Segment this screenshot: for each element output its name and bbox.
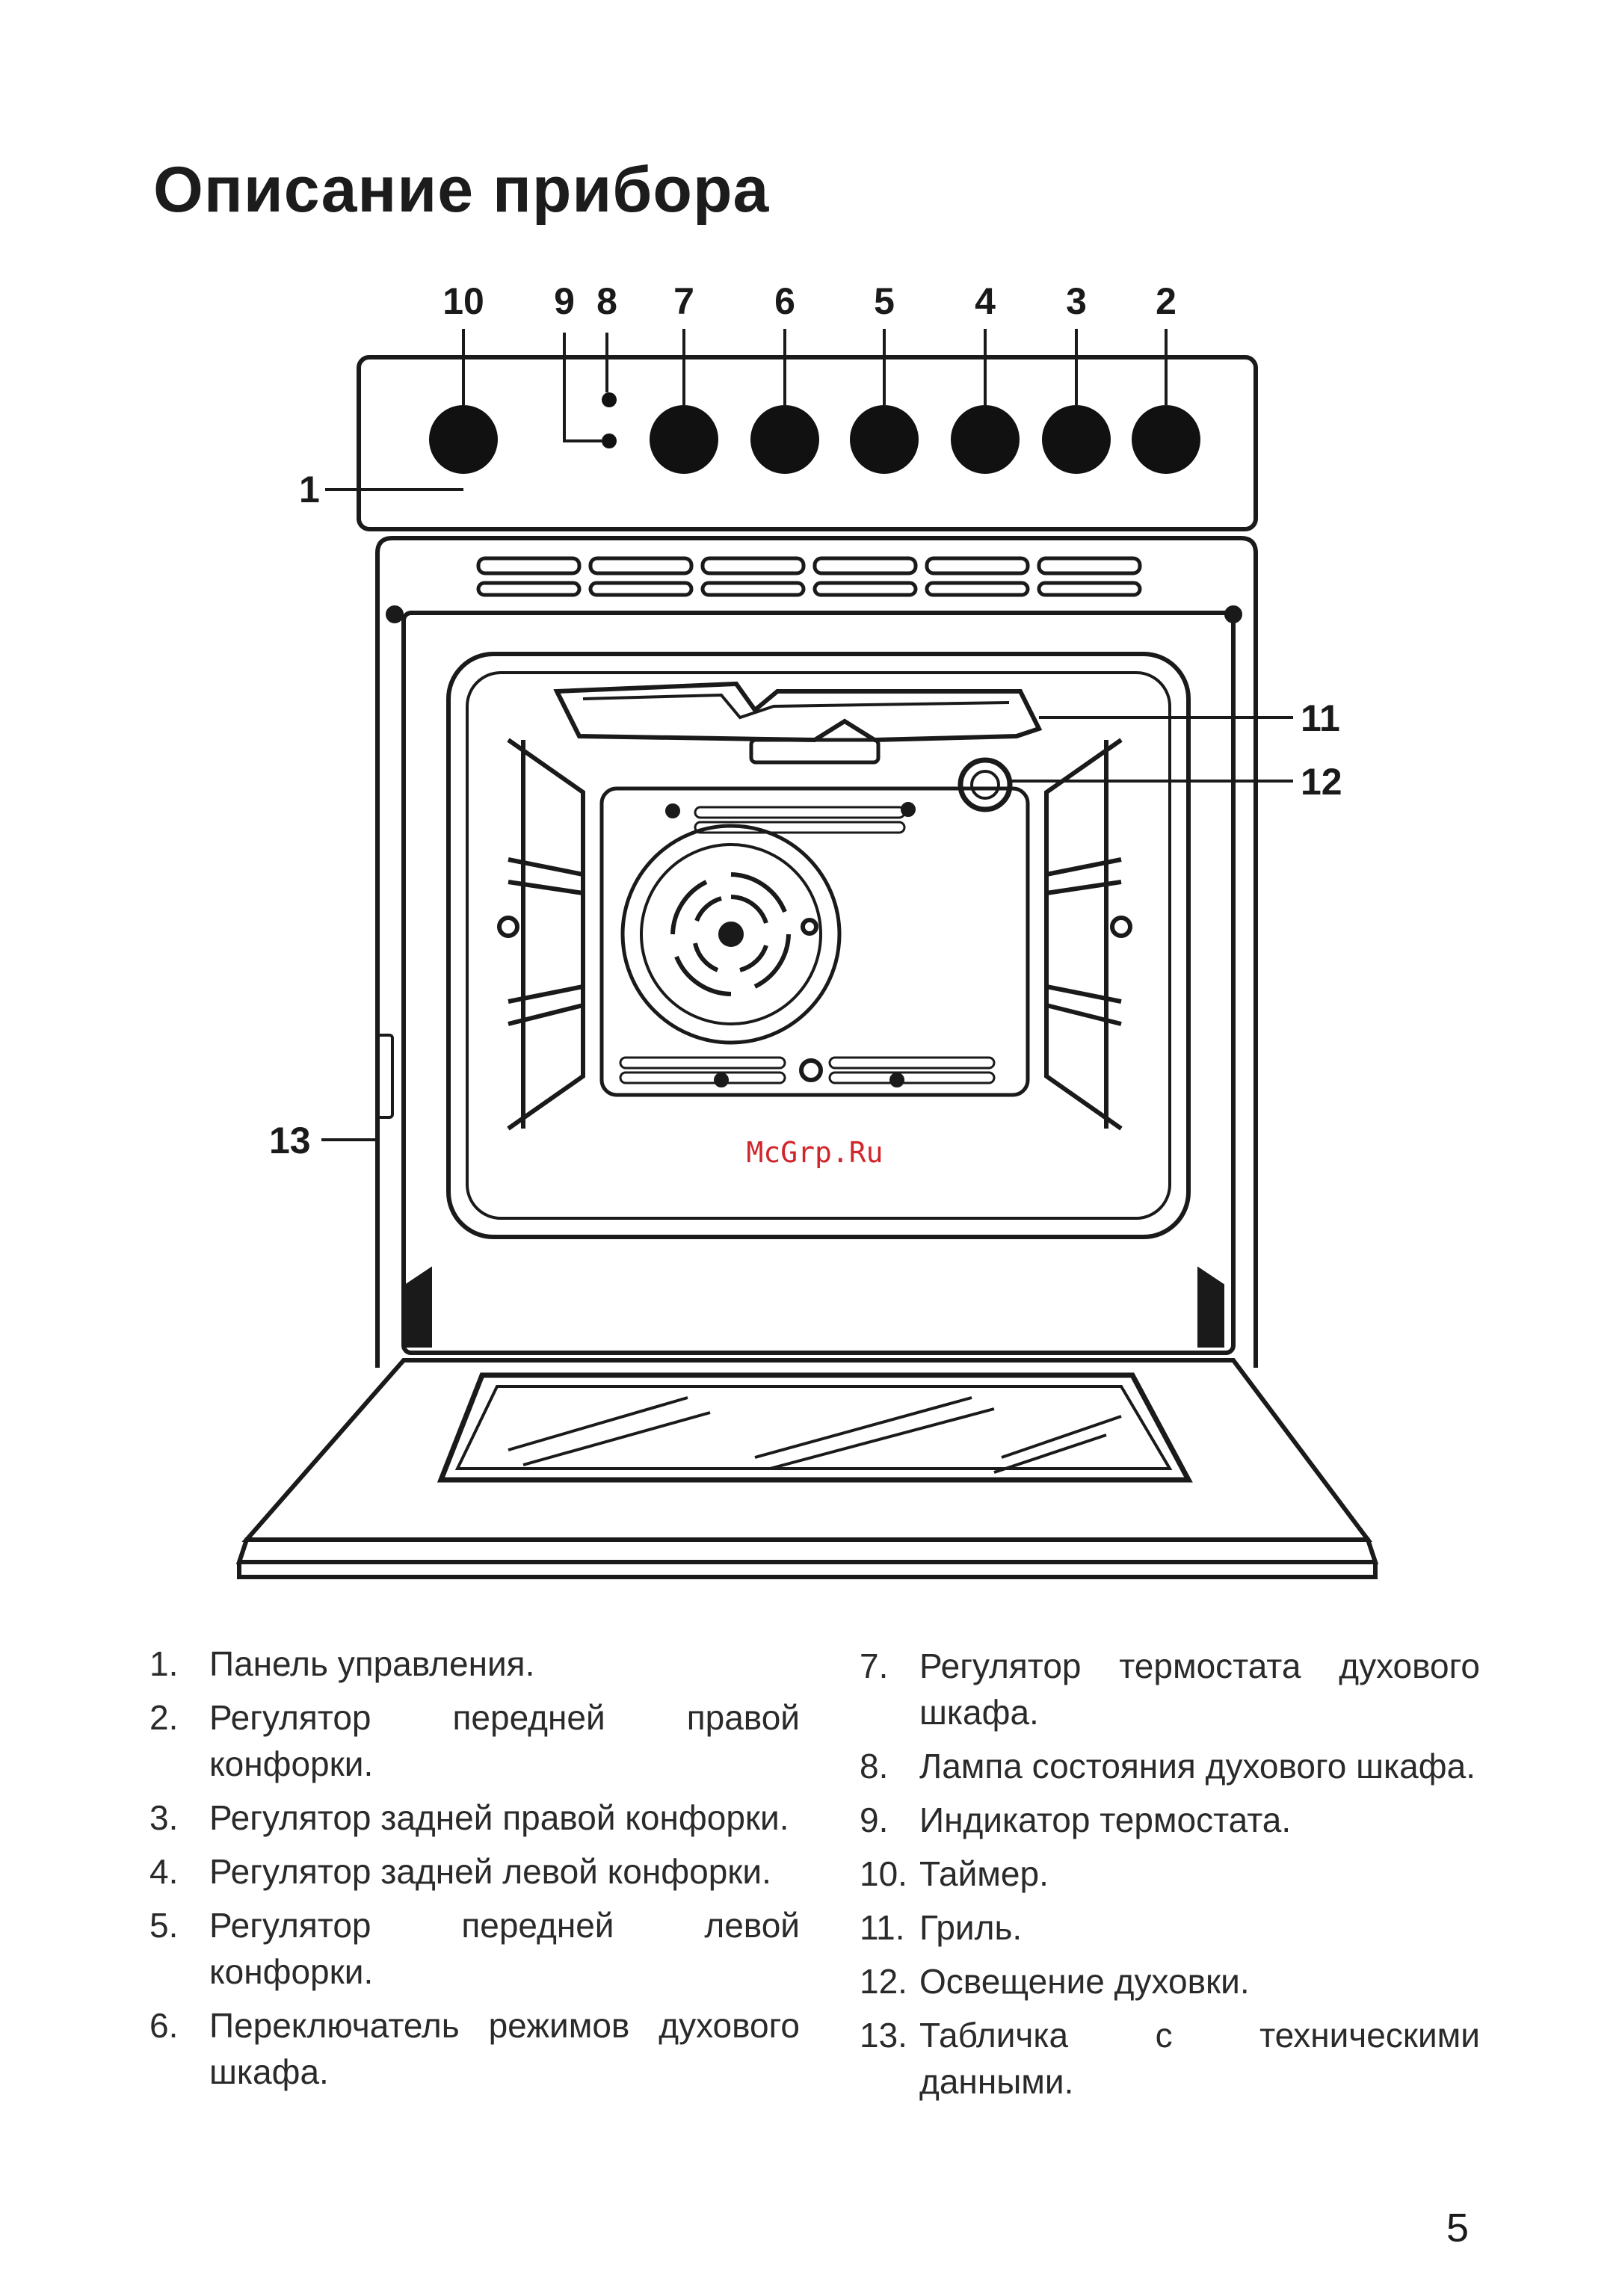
rear-left-hob-knob xyxy=(951,405,1020,474)
rear-right-hob-knob xyxy=(1042,405,1111,474)
legend-item: 2. Регулятор передней правой конфорки. xyxy=(149,1694,800,1787)
legend-text: Лампа состояния духового шкафа. xyxy=(919,1747,1475,1786)
legend-text: Регулятор передней левой конфорки. xyxy=(209,1906,800,1991)
oven-light xyxy=(957,757,1013,812)
legend-item: 13. Табличка с техническими данными. xyxy=(860,2012,1480,2105)
callout-6: 6 xyxy=(774,280,795,322)
legend-text: Регулятор передней правой конфорки. xyxy=(209,1698,800,1783)
callout-13: 13 xyxy=(269,1120,311,1161)
callout-2: 2 xyxy=(1156,280,1177,322)
legend-number: 10. xyxy=(860,1854,907,1893)
legend-item: 8. Лампа состояния духового шкафа. xyxy=(860,1743,1480,1789)
oven-diagram: 10 9 8 7 6 5 4 3 2 1 11 12 13 McGrp.Ru xyxy=(235,280,1379,1579)
legend-text: Освещение духовки. xyxy=(919,1962,1250,2001)
legend-number: 1. xyxy=(149,1644,179,1683)
legend-number: 7. xyxy=(860,1647,889,1685)
oven-back-plate xyxy=(599,786,1030,1097)
legend-number: 13. xyxy=(860,2016,907,2055)
legend-text: Индикатор термостата. xyxy=(919,1800,1292,1839)
control-panel xyxy=(357,355,1258,531)
legend-text: Регулятор задней правой конфорки. xyxy=(209,1798,789,1837)
legend-item: 4. Регулятор задней левой конфорки. xyxy=(149,1848,800,1895)
grill-element xyxy=(553,681,1043,743)
callout-8: 8 xyxy=(596,280,617,322)
callout-1: 1 xyxy=(299,469,320,510)
convection-fan-cover xyxy=(620,824,842,1045)
legend-text: Таймер. xyxy=(919,1854,1049,1893)
legend-number: 12. xyxy=(860,1962,907,2001)
legend-item: 6. Переключатель режимов духового шкафа. xyxy=(149,2002,800,2095)
legend-text: Панель управления. xyxy=(209,1644,535,1683)
legend-text: Регулятор задней левой конфорки. xyxy=(209,1852,771,1891)
timer-knob xyxy=(429,405,498,474)
oven-cavity xyxy=(446,652,1191,1239)
legend-number: 11. xyxy=(860,1908,905,1947)
front-left-hob-knob xyxy=(850,405,919,474)
legend-right-column: 7. Регулятор термостата духового шкафа. 8… xyxy=(860,1643,1480,2112)
oven-status-lamp xyxy=(602,392,617,407)
legend-number: 8. xyxy=(860,1747,889,1786)
door-window xyxy=(437,1372,1193,1483)
oven-mode-knob xyxy=(750,405,819,474)
legend-left-column: 1. Панель управления. 2. Регулятор передне… xyxy=(149,1641,800,2102)
callout-5: 5 xyxy=(874,280,895,322)
callout-4: 4 xyxy=(975,280,996,322)
legend-text: Гриль. xyxy=(919,1908,1023,1947)
page-title: Описание прибора xyxy=(153,154,770,226)
rating-plate xyxy=(376,1034,394,1119)
page-number: 5 xyxy=(1446,2206,1470,2250)
oven-thermostat-knob xyxy=(650,405,718,474)
legend-number: 6. xyxy=(149,2006,179,2045)
legend-item: 1. Панель управления. xyxy=(149,1641,800,1687)
oven-body xyxy=(375,536,1258,1368)
legend-item: 9. Индикатор термостата. xyxy=(860,1797,1480,1843)
legend-text: Регулятор термостата духового шкафа. xyxy=(919,1647,1480,1732)
legend-item: 10. Таймер. xyxy=(860,1851,1480,1897)
legend-item: 3. Регулятор задней правой конфорки. xyxy=(149,1794,800,1841)
legend-item: 12. Освещение духовки. xyxy=(860,1958,1480,2005)
legend-number: 4. xyxy=(149,1852,179,1891)
callout-9: 9 xyxy=(554,280,575,322)
legend-item: 11. Гриль. xyxy=(860,1904,1480,1951)
legend-number: 5. xyxy=(149,1906,179,1945)
legend-text: Табличка с техническими данными. xyxy=(919,2016,1480,2101)
front-right-hob-knob xyxy=(1132,405,1200,474)
legend-number: 3. xyxy=(149,1798,179,1837)
legend-number: 2. xyxy=(149,1698,179,1737)
legend-number: 9. xyxy=(860,1800,889,1839)
legend-text: Переключатель режимов духового шкафа. xyxy=(209,2006,800,2091)
legend-item: 7. Регулятор термостата духового шкафа. xyxy=(860,1643,1480,1735)
callout-11: 11 xyxy=(1301,697,1340,739)
callout-3: 3 xyxy=(1066,280,1087,322)
watermark: McGrp.Ru xyxy=(746,1136,883,1169)
callout-10: 10 xyxy=(442,280,484,322)
callout-12: 12 xyxy=(1301,761,1342,803)
legend-item: 5. Регулятор передней левой конфорки. xyxy=(149,1902,800,1995)
callout-7: 7 xyxy=(673,280,694,322)
thermostat-indicator xyxy=(602,433,617,448)
